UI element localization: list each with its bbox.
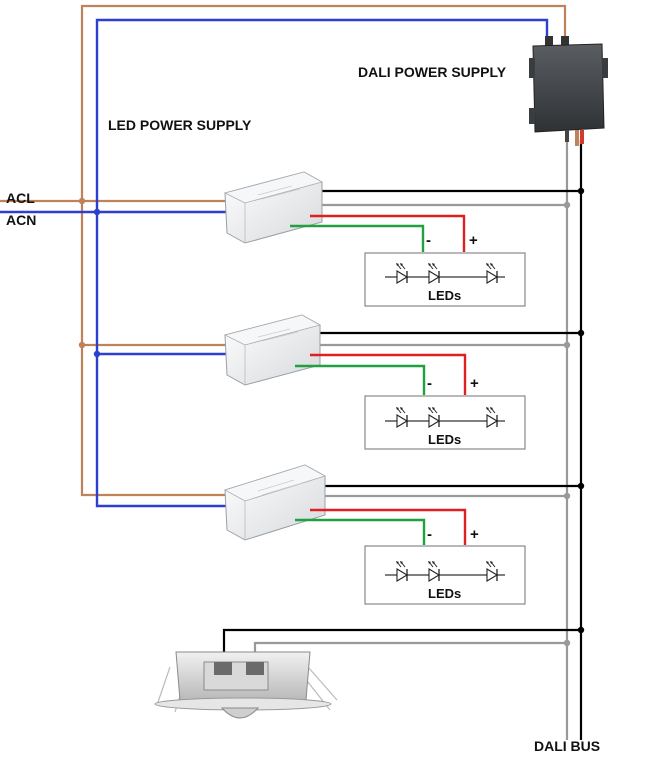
led-driver-1 xyxy=(223,171,324,244)
led-string-1 xyxy=(385,263,505,284)
led-module-1-minus: - xyxy=(426,232,431,249)
acl-label: ACL xyxy=(6,190,35,206)
dali-sensor xyxy=(154,651,338,719)
led-module-3-minus: - xyxy=(427,526,432,543)
led-output-wires xyxy=(290,214,467,545)
led-diode xyxy=(396,263,409,284)
led-module-1-label: LEDs xyxy=(428,288,462,303)
led-module-3-label: LEDs xyxy=(428,586,462,601)
led-string-3 xyxy=(385,561,505,582)
led-module-2-plus: + xyxy=(470,375,479,392)
led-diode xyxy=(428,263,441,284)
led-module-2-minus: - xyxy=(427,375,432,392)
led-module-2-label: LEDs xyxy=(428,432,462,447)
led-diode xyxy=(396,561,409,582)
led-power-supply-label: LED POWER SUPPLY xyxy=(108,117,252,133)
led-diode xyxy=(396,407,409,428)
led-module-3-plus: + xyxy=(470,526,479,543)
led-diode-strings xyxy=(385,263,505,582)
led-module-1 xyxy=(364,252,526,307)
led-module-2 xyxy=(364,395,526,450)
dali-power-supply xyxy=(529,36,608,146)
led-diode xyxy=(486,263,499,284)
led-string-2 xyxy=(385,407,505,428)
dali-junction-dots xyxy=(563,187,585,647)
led-module-1-plus: + xyxy=(469,232,478,249)
led-driver-3 xyxy=(223,464,327,541)
led-diode xyxy=(486,407,499,428)
led-driver-2 xyxy=(223,314,322,386)
led-diode xyxy=(428,561,441,582)
acn-label: ACN xyxy=(6,212,37,228)
led-diode xyxy=(428,407,441,428)
led-diode xyxy=(486,561,499,582)
dali-bus-label: DALI BUS xyxy=(534,738,601,754)
mains-junction-dots xyxy=(78,197,101,358)
dali-power-supply-label: DALI POWER SUPPLY xyxy=(358,64,507,80)
